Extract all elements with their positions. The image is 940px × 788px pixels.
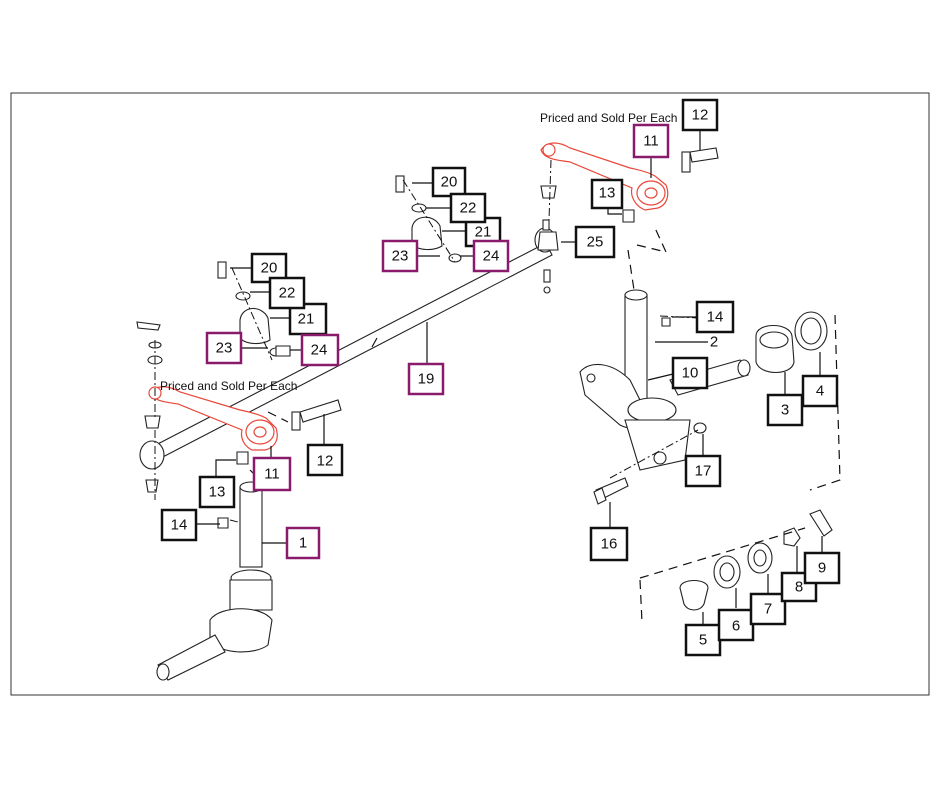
svg-text:24: 24 <box>311 342 328 359</box>
callout-9[interactable]: 9 <box>803 551 841 585</box>
svg-text:14: 14 <box>707 309 724 326</box>
svg-text:13: 13 <box>599 185 616 202</box>
callouts: 1 2 3 4 5 6 7 8 9 10 11 11 12 12 13 13 1… <box>160 98 841 657</box>
svg-text:20: 20 <box>441 174 458 191</box>
left-tie-rod-arm <box>136 321 278 493</box>
callout-17[interactable]: 17 <box>684 454 722 488</box>
callout-14-left[interactable]: 14 <box>160 508 198 542</box>
callout-11-right[interactable]: 11 <box>632 123 670 159</box>
svg-text:11: 11 <box>643 133 659 150</box>
svg-text:11: 11 <box>264 466 280 483</box>
svg-text:23: 23 <box>216 340 233 357</box>
svg-text:13: 13 <box>209 484 226 501</box>
callout-14-right[interactable]: 14 <box>695 300 735 334</box>
svg-text:20: 20 <box>261 260 278 277</box>
callout-5[interactable]: 5 <box>684 623 722 657</box>
callout-16[interactable]: 16 <box>589 526 629 562</box>
svg-text:23: 23 <box>392 248 409 265</box>
svg-text:12: 12 <box>317 453 334 470</box>
svg-text:10: 10 <box>682 365 699 382</box>
svg-text:1: 1 <box>299 535 307 552</box>
svg-text:21: 21 <box>475 224 492 241</box>
svg-text:16: 16 <box>601 536 618 553</box>
callout-4[interactable]: 4 <box>801 374 839 408</box>
callout-22-left[interactable]: 22 <box>268 276 306 310</box>
callout-23-left[interactable]: 23 <box>205 331 243 365</box>
callout-3[interactable]: 3 <box>766 393 804 427</box>
callout-12-right[interactable]: 12 <box>681 98 719 132</box>
callout-10[interactable]: 10 <box>671 356 709 390</box>
svg-text:17: 17 <box>695 463 712 480</box>
callout-25[interactable]: 25 <box>574 225 616 259</box>
callout-1[interactable]: 1 <box>285 526 321 560</box>
right-tie-rod-arm <box>540 142 669 211</box>
callout-20-right[interactable]: 20 <box>431 166 467 198</box>
svg-text:21: 21 <box>298 311 315 328</box>
svg-text:6: 6 <box>732 618 740 635</box>
svg-text:2: 2 <box>710 334 718 351</box>
callout-23-right[interactable]: 23 <box>381 239 419 273</box>
note-right: Priced and Sold Per Each <box>540 111 677 125</box>
bearing-parts <box>236 147 833 611</box>
callout-24-left[interactable]: 24 <box>300 333 340 367</box>
callout-19[interactable]: 19 <box>407 362 445 396</box>
note-left: Priced and Sold Per Each <box>160 379 297 393</box>
callout-12-left[interactable]: 12 <box>306 443 344 477</box>
svg-text:9: 9 <box>818 560 826 577</box>
callout-8[interactable]: 8 <box>780 571 818 603</box>
right-steering-knuckle <box>579 289 751 505</box>
callout-2[interactable]: 2 <box>710 334 718 351</box>
callout-6[interactable]: 6 <box>717 608 755 642</box>
svg-text:8: 8 <box>795 579 803 596</box>
callout-24-right[interactable]: 24 <box>472 239 510 273</box>
svg-text:4: 4 <box>816 383 824 400</box>
svg-text:14: 14 <box>171 517 188 534</box>
callout-11-left[interactable]: 11 <box>252 456 292 492</box>
svg-text:22: 22 <box>460 200 477 217</box>
svg-text:25: 25 <box>587 234 604 251</box>
svg-text:7: 7 <box>764 601 772 618</box>
callout-22-right[interactable]: 22 <box>449 192 487 224</box>
svg-text:24: 24 <box>483 248 500 265</box>
svg-text:22: 22 <box>279 285 296 302</box>
svg-text:3: 3 <box>781 402 789 419</box>
callout-7[interactable]: 7 <box>749 592 787 626</box>
svg-text:12: 12 <box>692 107 709 124</box>
assembly-guides <box>154 159 841 623</box>
callout-13-left[interactable]: 13 <box>198 475 236 509</box>
callout-13-right[interactable]: 13 <box>590 178 624 210</box>
svg-text:19: 19 <box>418 371 435 388</box>
left-clamp <box>217 261 291 357</box>
svg-text:5: 5 <box>699 632 707 649</box>
